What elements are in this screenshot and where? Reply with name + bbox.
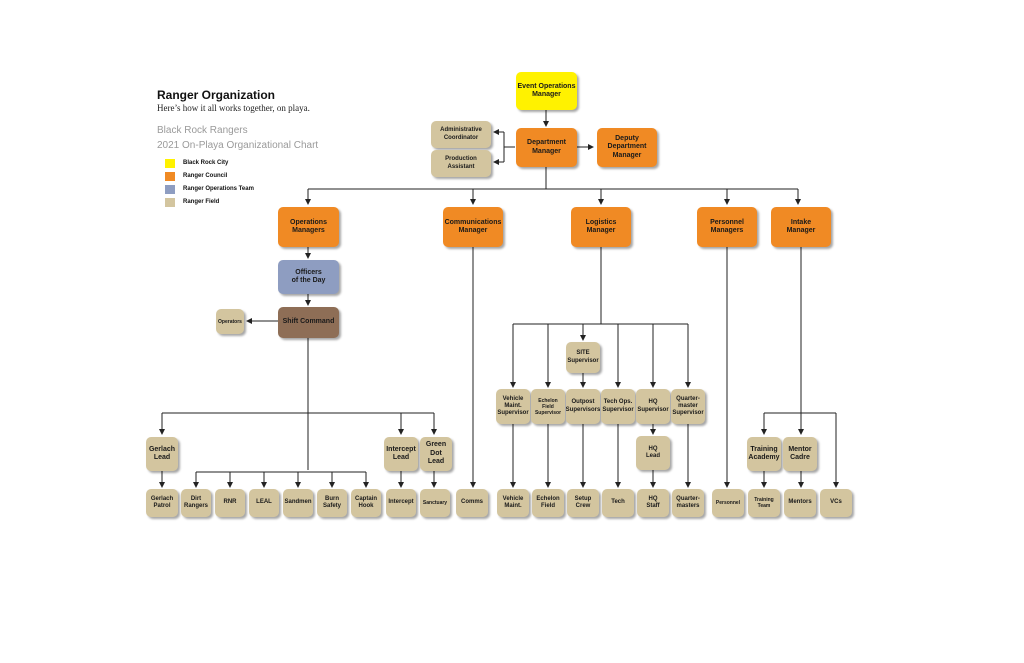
node-training-academy: Training Academy: [747, 437, 781, 471]
chart-title: Ranger Organization: [157, 88, 276, 102]
node-intercept-lead: Intercept Lead: [384, 437, 418, 471]
node-vcs: VCs: [820, 489, 852, 517]
node-comms: Comms: [456, 489, 488, 517]
legend-item-ranger-operations-team: Ranger Operations Team: [165, 184, 254, 194]
node-hq-supervisor: HQ Supervisor: [636, 389, 670, 424]
legend-swatch: [165, 184, 175, 194]
node-dirt-rangers: Dirt Rangers: [181, 489, 211, 517]
node-officers-of-the-day: Officers of the Day: [278, 260, 339, 294]
node-outpost-supervisors: Outpost Supervisors: [566, 389, 600, 424]
node-sandmen: Sandmen: [283, 489, 313, 517]
legend-item-ranger-field: Ranger Field: [165, 197, 219, 207]
legend-item-ranger-council: Ranger Council: [165, 171, 227, 181]
node-leal: LEAL: [249, 489, 279, 517]
node-burn-safety: Burn Safety: [317, 489, 347, 517]
node-vehicle-maint-supervisor: Vehicle Maint. Supervisor: [496, 389, 530, 424]
node-quartermaster-supervisor: Quarter- master Supervisor: [671, 389, 705, 424]
legend-swatch: [165, 158, 175, 168]
node-personnel: Personnel: [712, 489, 744, 517]
org-name: Black Rock Rangers: [157, 125, 248, 136]
node-gerlach-patrol: Gerlach Patrol: [146, 489, 178, 517]
node-personnel-managers: Personnel Managers: [697, 207, 757, 247]
node-echelon-field-supervisor: Echelon Field Supervisor: [531, 389, 565, 424]
node-operators: Operators: [216, 309, 244, 334]
node-intercept: Intercept: [386, 489, 416, 517]
node-tech-ops-supervisor: Tech Ops. Supervisor: [601, 389, 635, 424]
legend-label: Black Rock City: [183, 160, 229, 166]
node-hq-lead: HQ Lead: [636, 436, 670, 470]
node-intake-manager: Intake Manager: [771, 207, 831, 247]
legend-swatch: [165, 197, 175, 207]
node-production-assistant: Production Assistant: [431, 150, 491, 177]
node-department-manager: Department Manager: [516, 128, 577, 167]
legend-label: Ranger Council: [183, 173, 228, 179]
node-captain-hook: Captain Hook: [351, 489, 381, 517]
node-mentor-cadre: Mentor Cadre: [783, 437, 817, 471]
node-shift-command: Shift Command: [278, 307, 339, 338]
chart-name: 2021 On-Playa Organizational Chart: [157, 140, 319, 151]
chart-subtitle: Here’s how it all works together, on pla…: [157, 103, 310, 113]
legend-label: Ranger Operations Team: [183, 186, 254, 192]
node-training-team: Training Team: [748, 489, 780, 517]
node-vehicle-maint: Vehicle Maint.: [497, 489, 529, 517]
node-green-dot-lead: Green Dot Lead: [420, 437, 452, 471]
node-administrative-coordinator: Administrative Coordinator: [431, 121, 491, 148]
node-tech: Tech: [602, 489, 634, 517]
node-communications-manager: Communications Manager: [443, 207, 503, 247]
node-logistics-manager: Logistics Manager: [571, 207, 631, 247]
legend-label: Ranger Field: [183, 199, 220, 205]
node-echelon-field: Echelon Field: [532, 489, 564, 517]
node-deputy-department-manager: Deputy Department Manager: [597, 128, 657, 167]
node-rnr: RNR: [215, 489, 245, 517]
legend-item-black-rock-city: Black Rock City: [165, 158, 228, 168]
node-gerlach-lead: Gerlach Lead: [146, 437, 178, 471]
node-event-operations-manager: Event Operations Manager: [516, 72, 577, 110]
node-setup-crew: Setup Crew: [567, 489, 599, 517]
node-operations-managers: Operations Managers: [278, 207, 339, 247]
node-mentors: Mentors: [784, 489, 816, 517]
node-sanctuary: Sanctuary: [420, 489, 450, 517]
node-site-supervisor: SITE Supervisor: [566, 342, 600, 373]
legend-swatch: [165, 171, 175, 181]
node-quartermasters: Quarter- masters: [672, 489, 704, 517]
node-hq-staff: HQ Staff: [637, 489, 669, 517]
